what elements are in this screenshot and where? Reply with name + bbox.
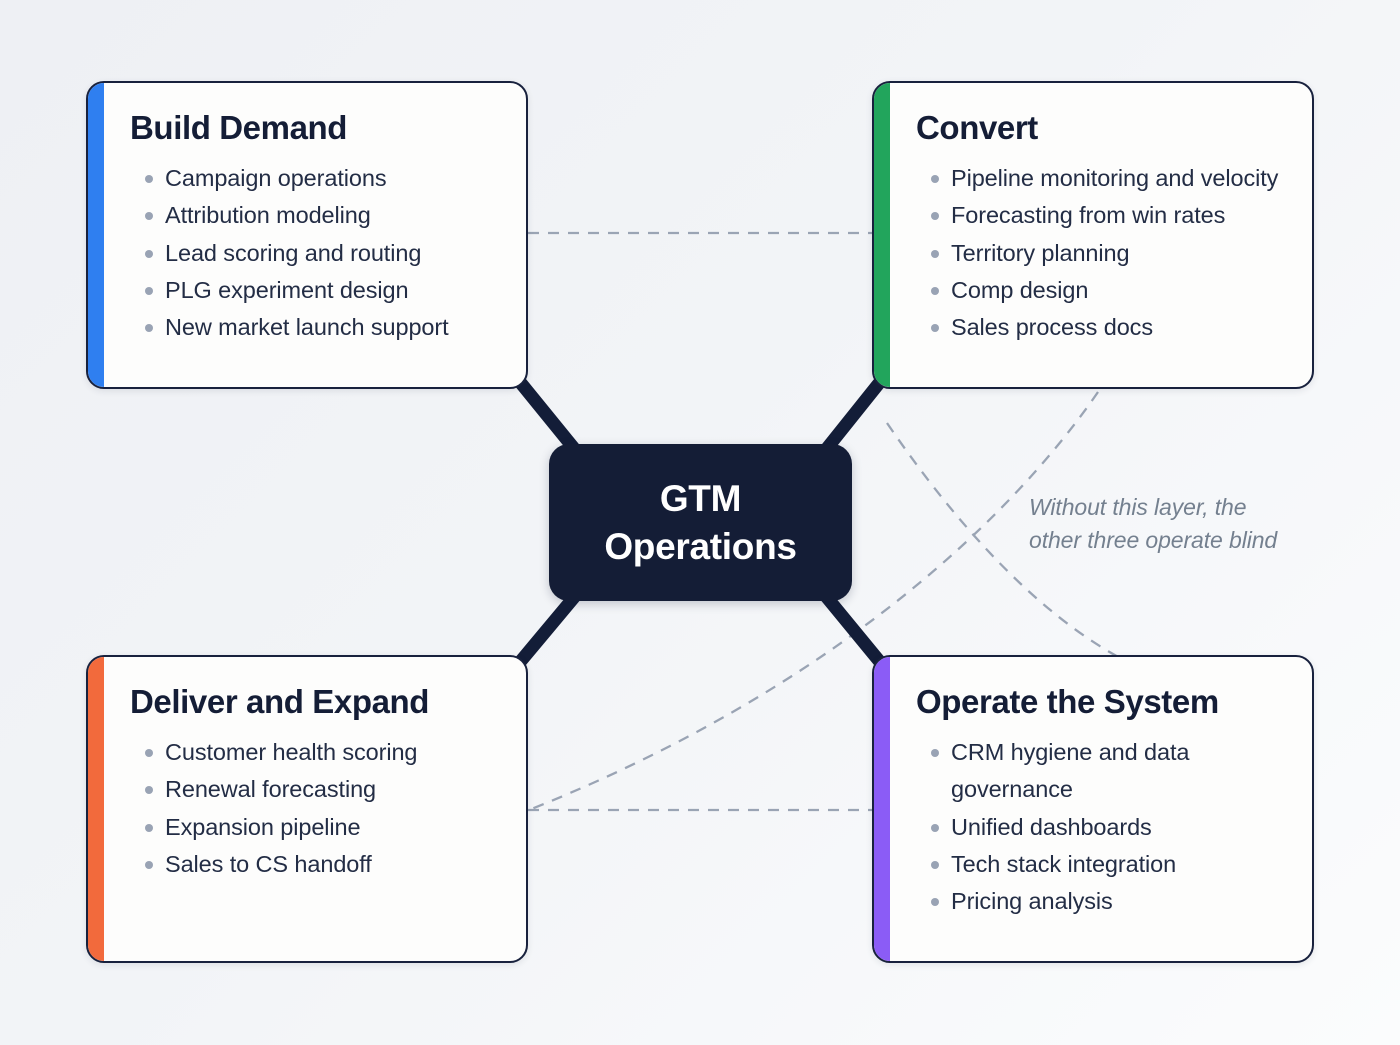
card-title-operate-the-system: Operate the System [916, 683, 1219, 720]
card-deliver-and-expand[interactable]: Deliver and Expand Customer health scori… [86, 655, 528, 963]
card-body-build-demand: Build Demand Campaign operations Attribu… [104, 83, 526, 387]
accent-bar-build-demand [88, 83, 104, 387]
card-body-operate-the-system: Operate the System CRM hygiene and data … [890, 657, 1312, 961]
card-list-deliver-and-expand: Customer health scoring Renewal forecast… [130, 734, 504, 883]
list-item: Customer health scoring [130, 734, 504, 771]
list-item: Forecasting from win rates [916, 197, 1290, 234]
list-item: Expansion pipeline [130, 809, 504, 846]
card-list-build-demand: Campaign operations Attribution modeling… [130, 160, 504, 346]
card-convert[interactable]: Convert Pipeline monitoring and velocity… [872, 81, 1314, 389]
card-title-deliver-and-expand: Deliver and Expand [130, 683, 430, 720]
list-item: Campaign operations [130, 160, 504, 197]
list-item: Renewal forecasting [130, 771, 504, 808]
list-item: Pricing analysis [916, 883, 1290, 920]
card-list-operate-the-system: CRM hygiene and data governance Unified … [916, 734, 1290, 920]
list-item: Tech stack integration [916, 846, 1290, 883]
card-body-deliver-and-expand: Deliver and Expand Customer health scori… [104, 657, 526, 961]
hub-node-gtm-operations[interactable]: GTM Operations [549, 444, 852, 601]
list-item: Attribution modeling [130, 197, 504, 234]
list-item: Sales to CS handoff [130, 846, 504, 883]
list-item: Unified dashboards [916, 809, 1290, 846]
card-title-convert: Convert [916, 109, 1038, 146]
list-item: Comp design [916, 272, 1290, 309]
accent-bar-convert [874, 83, 890, 387]
list-item: CRM hygiene and data governance [916, 734, 1290, 808]
card-list-convert: Pipeline monitoring and velocity Forecas… [916, 160, 1290, 346]
hub-label: GTM Operations [604, 478, 797, 567]
card-build-demand[interactable]: Build Demand Campaign operations Attribu… [86, 81, 528, 389]
annotation-operate-the-system: Without this layer, the other three oper… [1029, 494, 1278, 553]
card-body-convert: Convert Pipeline monitoring and velocity… [890, 83, 1312, 387]
accent-bar-deliver-and-expand [88, 657, 104, 961]
card-title-build-demand: Build Demand [130, 109, 348, 146]
list-item: New market launch support [130, 309, 504, 346]
accent-bar-operate-the-system [874, 657, 890, 961]
list-item: Pipeline monitoring and velocity [916, 160, 1290, 197]
card-operate-the-system[interactable]: Operate the System CRM hygiene and data … [872, 655, 1314, 963]
list-item: Territory planning [916, 235, 1290, 272]
list-item: PLG experiment design [130, 272, 504, 309]
list-item: Lead scoring and routing [130, 235, 504, 272]
list-item: Sales process docs [916, 309, 1290, 346]
